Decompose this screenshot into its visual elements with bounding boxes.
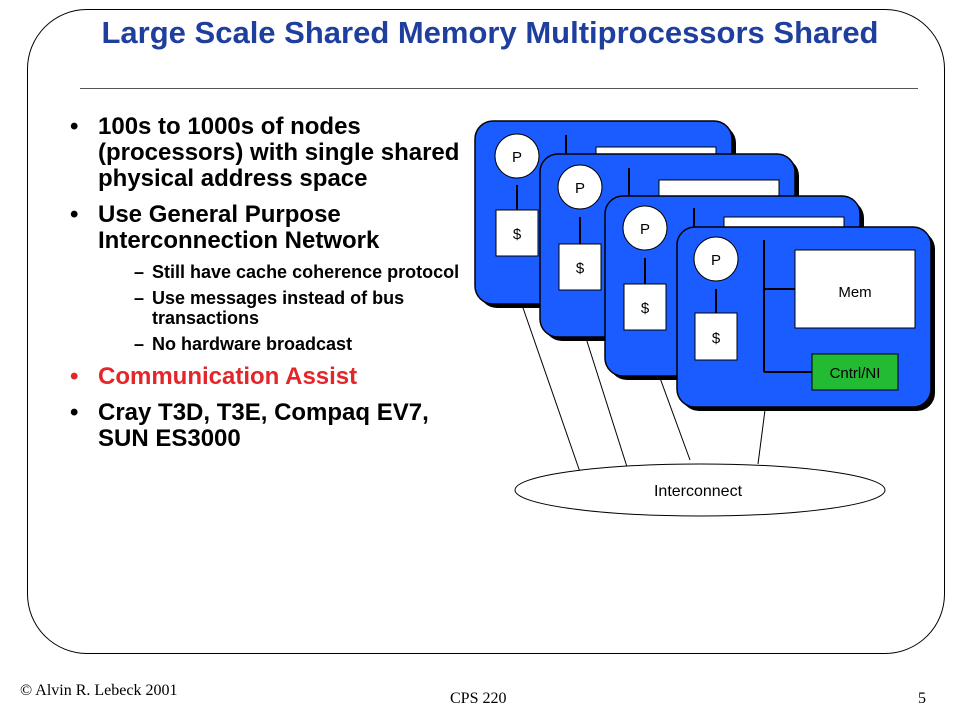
sub-bullet-marker: – (134, 288, 145, 308)
cache-label: $ (712, 330, 721, 347)
sub-bullet-coherence: –Still have cache coherence protocol (98, 262, 462, 282)
processor-circle (557, 164, 603, 210)
slide-title: Large Scale Shared Memory Multiprocessor… (101, 15, 879, 50)
bullet-communication-assist: Communication Assist (62, 363, 462, 391)
node-link-1 (521, 304, 581, 473)
bullet-text: Use General Purpose Interconnection Netw… (98, 201, 380, 254)
bullet-text: Communication Assist (98, 363, 358, 390)
node-4: P $ Mem Cntrl/NI (676, 226, 935, 411)
processor-circle (494, 133, 540, 179)
footer-page-number: 5 (918, 690, 926, 707)
processor-label: P (640, 221, 650, 238)
bullet-text: Cray T3D, T3E, Compaq EV7, SUN ES3000 (98, 399, 429, 452)
memory-box (794, 249, 916, 329)
cache-box (558, 243, 602, 291)
processor-label: P (575, 180, 585, 197)
cache-label: $ (641, 300, 650, 317)
cache-box (694, 312, 738, 361)
bullet-text: 100s to 1000s of nodes (processors) with… (98, 113, 460, 192)
processor-label: P (512, 149, 522, 166)
bullet-examples: Cray T3D, T3E, Compaq EV7, SUN ES3000 (62, 400, 462, 452)
node-link-3 (659, 377, 691, 461)
footer-author: © Alvin R. Lebeck 2001 (20, 682, 178, 699)
sub-bullet-broadcast: –No hardware broadcast (98, 334, 462, 354)
interconnect-label: Interconnect (654, 483, 743, 500)
cache-box (495, 209, 539, 257)
bullet-nodes: 100s to 1000s of nodes (processors) with… (62, 114, 462, 192)
sub-bullet-list: –Still have cache coherence protocol –Us… (98, 262, 462, 354)
memory-label: Mem (838, 284, 871, 301)
cache-label: $ (513, 226, 522, 243)
controller-label: Cntrl/NI (830, 365, 881, 382)
sub-bullet-text: Use messages instead of bus transactions (152, 288, 405, 328)
controller-box (811, 353, 899, 391)
processor-circle (693, 236, 739, 282)
sub-bullet-text: No hardware broadcast (152, 334, 353, 354)
sub-bullet-text: Still have cache coherence protocol (152, 262, 460, 282)
processor-circle (622, 205, 668, 251)
processor-label: P (711, 252, 721, 269)
sub-bullet-marker: – (134, 334, 145, 354)
bullet-list: 100s to 1000s of nodes (processors) with… (62, 114, 462, 462)
interconnect-ellipse (514, 463, 886, 517)
node-link-4 (757, 409, 766, 465)
sub-bullet-marker: – (134, 262, 145, 282)
title-divider (80, 88, 918, 89)
sub-bullet-messages: –Use messages instead of bus transaction… (98, 288, 462, 328)
cache-box (623, 283, 667, 331)
slide-frame (27, 9, 945, 654)
cache-label: $ (576, 260, 585, 277)
bullet-interconnection: Use General Purpose Interconnection Netw… (62, 201, 462, 355)
footer-course: CPS 220 (450, 690, 507, 707)
node-link-2 (584, 334, 629, 471)
